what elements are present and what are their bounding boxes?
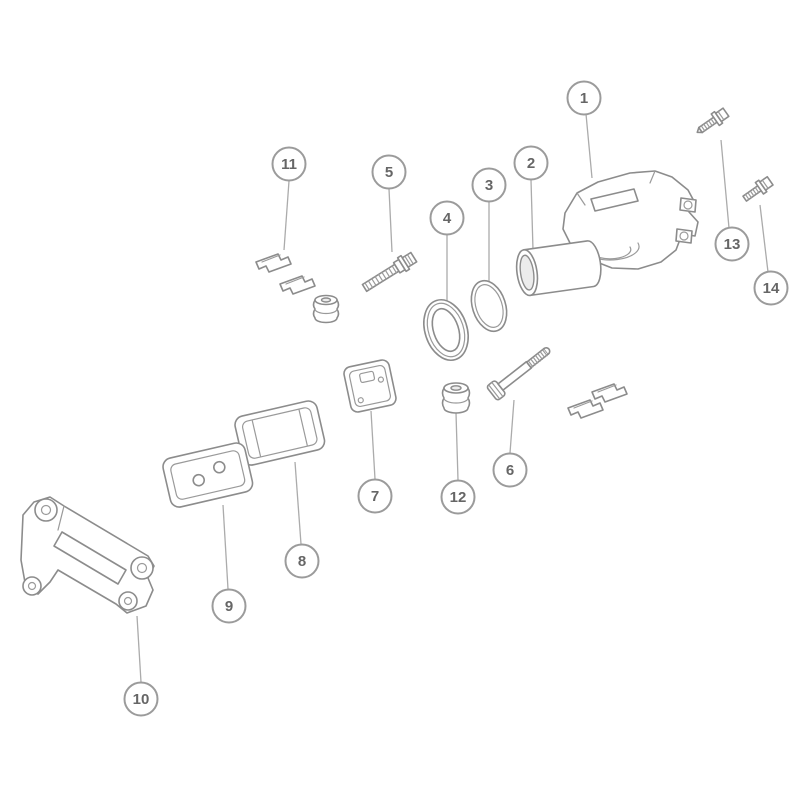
leader-line-9 <box>222 504 229 590</box>
leader-line-10 <box>136 615 142 683</box>
leader-line-5 <box>388 188 393 253</box>
callout-14[interactable]: 14 <box>753 270 789 306</box>
caliper-bracket-part[interactable] <box>20 496 155 614</box>
callout-12[interactable]: 12 <box>440 479 476 515</box>
o-ring-part[interactable] <box>465 276 512 336</box>
leader-line-1 <box>585 113 593 179</box>
callout-2[interactable]: 2 <box>513 145 549 181</box>
callout-2-label: 2 <box>527 155 535 172</box>
pad-clip-right-part[interactable] <box>567 383 628 419</box>
callout-13[interactable]: 13 <box>714 226 750 262</box>
leader-line-7 <box>370 410 376 480</box>
callout-10-label: 10 <box>133 691 150 708</box>
leader-lines <box>136 113 769 683</box>
callout-6-label: 6 <box>506 462 514 479</box>
mounting-bolt-part[interactable] <box>741 175 774 204</box>
caliper-piston-part[interactable] <box>514 240 604 297</box>
brake-pad-outer-part[interactable] <box>233 399 326 467</box>
shim-plate-part[interactable] <box>343 359 398 414</box>
callout-5[interactable]: 5 <box>371 154 407 190</box>
piston-seal-part[interactable] <box>416 294 475 366</box>
callout-3[interactable]: 3 <box>471 167 507 203</box>
brake-pad-inner-part[interactable] <box>161 441 254 509</box>
leader-line-6 <box>509 399 515 454</box>
callout-6[interactable]: 6 <box>492 452 528 488</box>
bleeder-screw-part[interactable] <box>693 107 730 139</box>
callout-14-label: 14 <box>763 280 780 297</box>
guide-bushing-part[interactable] <box>312 294 340 324</box>
leader-line-12 <box>455 412 459 481</box>
guide-pin-part[interactable] <box>486 342 554 401</box>
callout-11[interactable]: 11 <box>271 146 307 182</box>
callout-8-label: 8 <box>298 553 306 570</box>
leader-line-2 <box>530 179 534 251</box>
leader-line-11 <box>283 180 290 251</box>
callout-9-label: 9 <box>225 598 233 615</box>
leader-line-8 <box>294 461 302 545</box>
callout-10[interactable]: 10 <box>123 681 159 717</box>
callout-11-label: 11 <box>281 156 297 173</box>
pin-boot-part[interactable] <box>441 382 471 414</box>
callout-1-label: 1 <box>580 90 588 107</box>
leader-line-13 <box>720 139 730 229</box>
caliper-bolt-part[interactable] <box>360 250 418 294</box>
callout-5-label: 5 <box>385 164 393 181</box>
callout-7-label: 7 <box>371 488 379 505</box>
callout-3-label: 3 <box>485 177 493 194</box>
callout-13-label: 13 <box>724 236 741 253</box>
leader-line-14 <box>759 204 769 273</box>
callout-4[interactable]: 4 <box>429 200 465 236</box>
callout-7[interactable]: 7 <box>357 478 393 514</box>
callout-1[interactable]: 1 <box>566 80 602 116</box>
callout-12-label: 12 <box>450 489 467 506</box>
callout-4-label: 4 <box>443 210 452 227</box>
pad-clip-part[interactable] <box>255 253 316 295</box>
callout-8[interactable]: 8 <box>284 543 320 579</box>
callout-9[interactable]: 9 <box>211 588 247 624</box>
